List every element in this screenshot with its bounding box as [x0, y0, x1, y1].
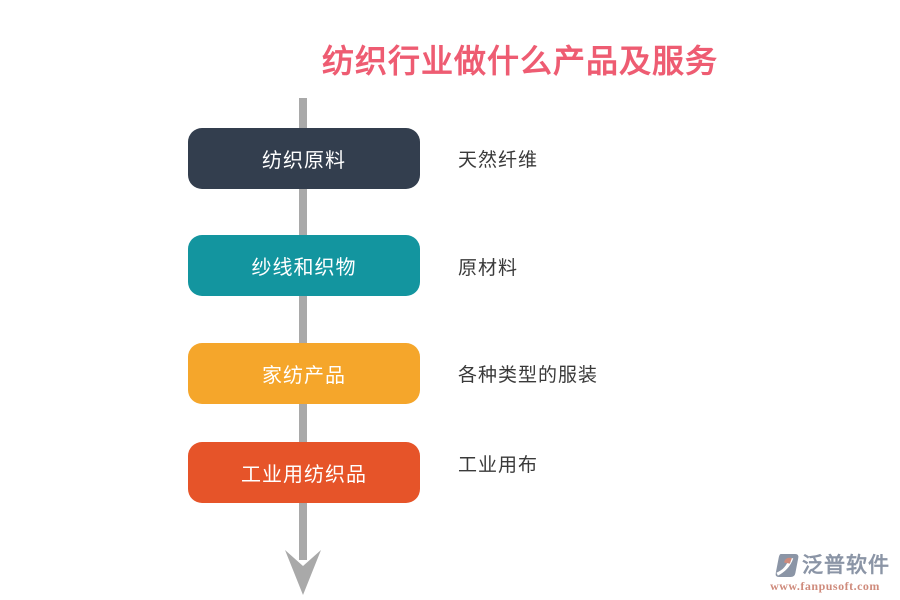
step-note-clothing-types: 各种类型的服装 — [458, 365, 599, 386]
page-title: 纺织行业做什么产品及服务 — [321, 43, 718, 79]
step-box-yarn-and-fabric: 纱线和织物 — [188, 235, 420, 296]
step-note-natural-fiber: 天然纤维 — [458, 150, 539, 171]
step-note-raw-material: 原材料 — [458, 258, 519, 279]
brand-name: 泛普软件 — [802, 553, 890, 577]
fanpu-logo-icon — [775, 553, 799, 578]
step-box-industrial-textiles: 工业用纺织品 — [188, 442, 420, 503]
step-note-industrial-cloth: 工业用布 — [458, 455, 539, 476]
brand-watermark: 泛普软件 www.fanpusoft.com — [760, 553, 890, 592]
brand-url: www.fanpusoft.com — [770, 579, 880, 593]
step-box-textile-raw-materials: 纺织原料 — [188, 128, 420, 189]
flow-arrow — [285, 98, 321, 595]
step-box-home-textile-products: 家纺产品 — [188, 343, 420, 404]
flow-arrow-shaft — [299, 98, 307, 560]
flow-arrow-head — [285, 550, 321, 595]
